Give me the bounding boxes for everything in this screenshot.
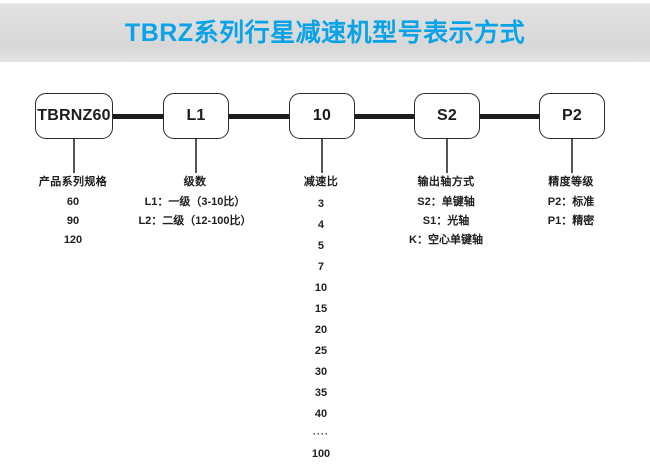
legend-item: 10 [314,282,328,294]
legend-item: 35 [314,387,328,399]
model-code-diagram: TBRNZ60 L1 10 S2 P2 产品系列规格 60 90 120 级数 … [0,62,650,470]
legend-heading: 输出轴方式 [417,176,475,188]
legend-column-series: 产品系列规格 60 90 120 [39,173,107,246]
legend-item: S1：光轴 [422,215,470,227]
connector-vertical-4 [446,139,448,173]
legend-item: S2：单键轴 [417,196,475,208]
legend-item: P1：精密 [547,215,595,227]
legend-column-ratio: 减速比 3 4 5 7 10 15 20 25 30 35 40 ···· 10… [304,173,338,460]
code-box-series: TBRNZ60 [35,93,113,139]
code-box-label: 10 [312,107,332,124]
connector-horizontal-2 [228,114,290,119]
connector-horizontal-1 [112,114,164,119]
page-title: TBRZ系列行星减速机型号表示方式 [124,18,526,47]
legend-column-precision: 精度等级 P2：标准 P1：精密 [548,173,594,227]
code-box-precision: P2 [539,93,605,139]
legend-item: L1：一级（3-10比） [144,196,246,208]
legend-item: 120 [63,234,83,246]
code-box-label: S2 [437,107,457,124]
legend-item-ellipsis: ···· [312,429,329,439]
legend-item: 25 [314,345,328,357]
code-box-ratio: 10 [289,93,355,139]
header-bar: TBRZ系列行星减速机型号表示方式 [0,3,650,62]
connector-vertical-5 [571,139,573,173]
code-box-output-shaft: S2 [414,93,480,139]
code-box-stage: L1 [163,93,229,139]
connector-horizontal-4 [479,114,540,119]
legend-heading: 产品系列规格 [38,176,108,188]
legend-item: 40 [314,408,328,420]
legend-column-output-shaft: 输出轴方式 S2：单键轴 S1：光轴 K：空心单键轴 [409,173,483,246]
legend-item: 3 [317,198,325,210]
legend-item: L2：二级（12-100比） [138,215,252,227]
legend-heading: 精度等级 [548,176,594,188]
connector-vertical-2 [195,139,197,173]
legend-item: 100 [311,448,331,460]
connector-vertical-3 [321,139,323,173]
legend-item: 30 [314,366,328,378]
connector-vertical-1 [73,139,75,173]
legend-item: 15 [314,303,328,315]
legend-item: 60 [66,196,80,208]
code-box-label: TBRNZ60 [37,107,111,124]
code-box-label: P2 [562,107,582,124]
legend-column-stage: 级数 L1：一级（3-10比） L2：二级（12-100比） [138,173,251,227]
legend-item: 20 [314,324,328,336]
legend-heading: 级数 [183,176,207,188]
legend-item: K：空心单键轴 [409,234,483,246]
legend-item: 5 [317,240,325,252]
connector-horizontal-3 [354,114,415,119]
legend-item: 4 [317,219,325,231]
code-box-label: L1 [186,107,206,124]
legend-heading: 减速比 [303,176,339,188]
legend-item: 7 [317,261,325,273]
legend-item: 90 [66,215,80,227]
legend-item: P2：标准 [547,196,595,208]
